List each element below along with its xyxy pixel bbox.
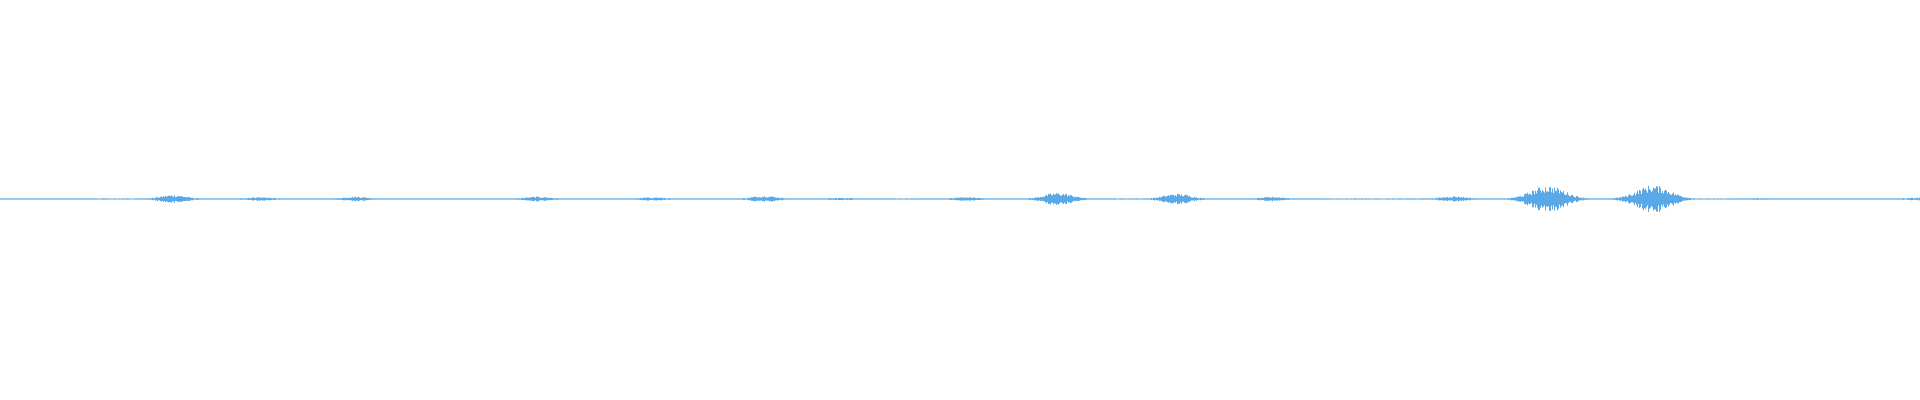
waveform-amplitude xyxy=(0,186,1920,212)
